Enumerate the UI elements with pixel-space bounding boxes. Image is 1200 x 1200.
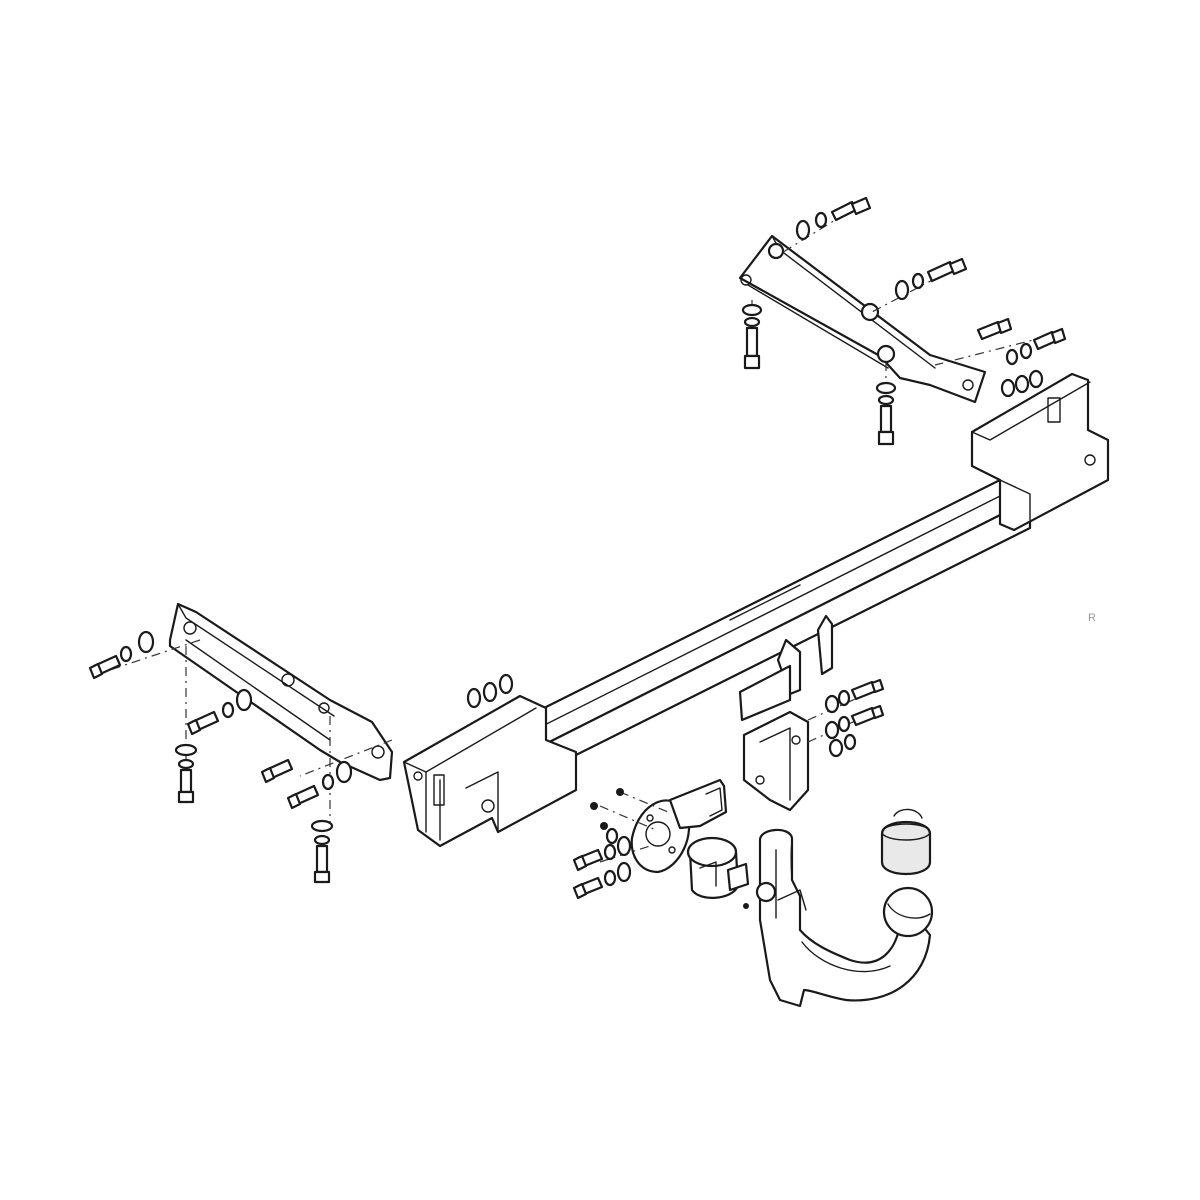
right-mounting-bracket (738, 213, 1046, 420)
bolt-set-left (88, 630, 353, 884)
bolt-set-top (741, 196, 1067, 446)
weld-nut (767, 242, 896, 364)
bolt-set-center (824, 678, 885, 758)
bolt (976, 317, 1067, 398)
bolt-set-left-plate (466, 673, 514, 709)
electrical-socket (686, 836, 750, 909)
socket-bolts (572, 788, 632, 900)
bolt (875, 381, 897, 446)
left-end-plate (402, 694, 578, 848)
right-end-plate (970, 372, 1110, 532)
bolt (741, 303, 763, 370)
tow-ball-cap (880, 808, 932, 875)
bolt (795, 196, 872, 241)
sheet-mark: R (1088, 612, 1096, 624)
socket-plate (599, 778, 728, 874)
tow-ball (882, 886, 934, 938)
bolt (894, 257, 968, 301)
left-mounting-bracket (109, 602, 394, 830)
